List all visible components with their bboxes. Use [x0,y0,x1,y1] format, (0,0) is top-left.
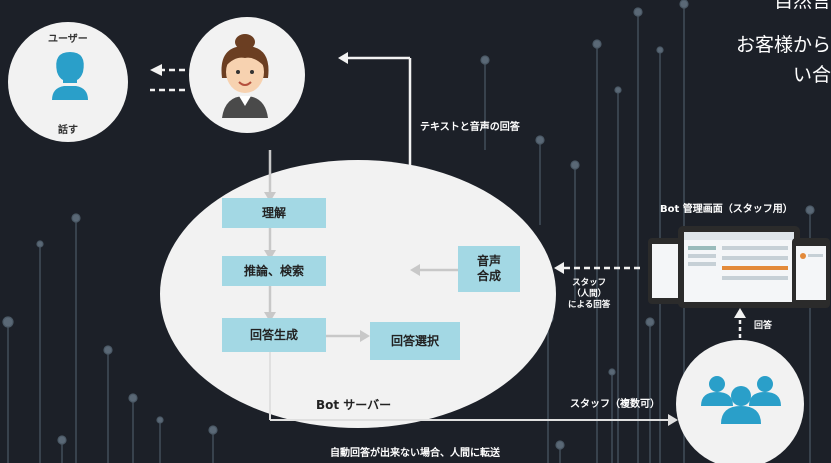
step-understand: 理解 [222,198,326,228]
heading-line-1: 自然言 [773,0,831,12]
user-operator-arrows [150,68,185,92]
arrowhead-to-user [150,64,162,76]
staff-multiple-label: スタッフ（複数可） [570,399,660,410]
operator-avatar-icon [221,34,269,118]
heading-line-2: お客様から [735,34,831,56]
staff-answer-label: スタッフ （人間） による回答 [568,278,611,310]
user-title: ユーザー [48,34,88,45]
bot-server-ellipse [160,160,556,428]
heading-line-3: い合 [792,64,831,86]
staff-group-icon [701,376,781,424]
arrowhead-to-server [554,262,564,274]
step-voice-synth: 音声 合成 [458,246,520,292]
step-generate: 回答生成 [222,318,326,352]
transfer-note: 自動回答が出来ない場合、人間に転送 [330,448,500,459]
step-select: 回答選択 [370,322,460,360]
transfer-line [269,352,668,421]
server-flow-arrowheads [264,192,420,342]
arrowhead-to-admin [734,308,746,318]
report-label: 回答 [754,321,773,331]
bot-server-title: Bot サーバー [316,398,392,412]
user-icon [52,52,88,100]
user-action: 話す [58,125,78,136]
arrowhead-to-operator [338,52,348,64]
step-reasoning: 推論、検索 [222,256,326,286]
admin-devices-icon [648,226,830,308]
arrowhead-to-staff [668,414,678,426]
admin-title: Bot 管理画面（スタッフ用） [660,204,793,215]
text-voice-answer-label: テキストと音声の回答 [420,122,520,133]
